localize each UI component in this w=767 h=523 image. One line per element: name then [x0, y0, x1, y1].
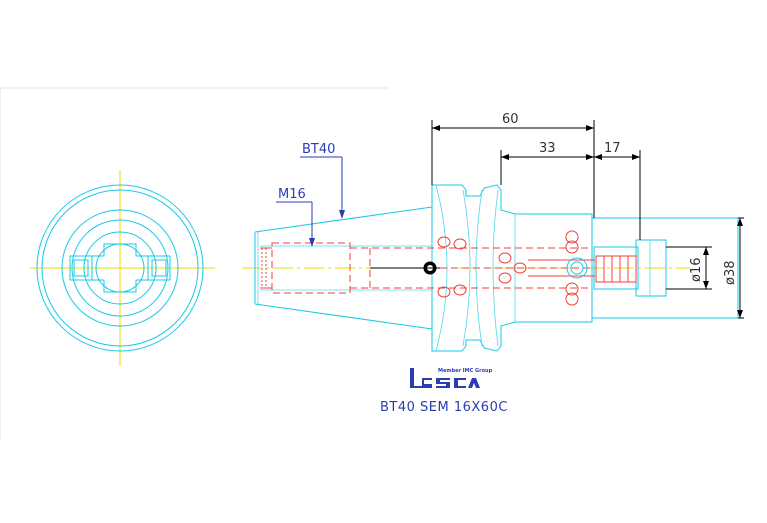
dimensions: 60 33 17 ø16 ø38 — [431, 112, 744, 319]
part-caption: BT40 SEM 16X60C — [380, 400, 508, 415]
end-view-outer-circle — [36, 184, 204, 352]
bearing-balls — [437, 230, 588, 306]
flange-outline — [431, 184, 593, 352]
dim-length-end: 17 — [604, 141, 621, 156]
dim-overall-length: 60 — [502, 112, 519, 127]
label-thread: M16 — [278, 187, 306, 202]
internal-hidden-lines — [260, 242, 637, 294]
taper-outline — [254, 206, 433, 330]
side-view — [242, 184, 739, 352]
label-taper: BT40 — [302, 142, 335, 157]
shank-outline — [592, 217, 739, 319]
dim-bore-diameter: ø16 — [689, 258, 704, 283]
logo-member-text: Member IMC Group — [438, 368, 493, 374]
leader-labels: BT40 M16 — [276, 142, 345, 247]
iscar-logo: Member IMC Group — [410, 368, 493, 388]
end-view — [30, 170, 215, 366]
dim-body-diameter: ø38 — [723, 261, 738, 286]
dim-length-mid: 33 — [539, 141, 556, 156]
